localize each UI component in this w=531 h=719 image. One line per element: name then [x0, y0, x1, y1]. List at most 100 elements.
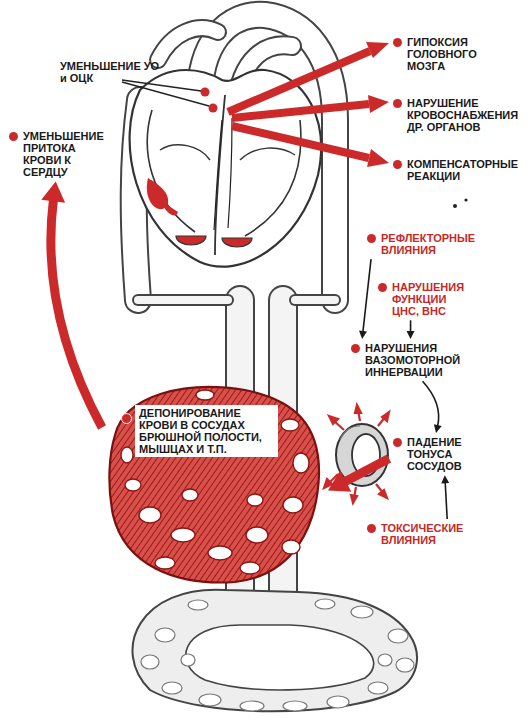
bullet-dot	[393, 160, 402, 169]
capillary-network	[396, 658, 414, 672]
heart-drawing	[176, 236, 206, 245]
arrow-connector	[423, 381, 442, 433]
arrow-head	[328, 471, 351, 492]
vessel-lumen	[240, 562, 260, 574]
bullet-dot	[393, 438, 402, 447]
capillary-network	[378, 654, 392, 666]
vessel-lumen	[282, 540, 300, 554]
arrow-line	[410, 320, 412, 332]
capillary-network	[141, 599, 414, 711]
vessel-lumen	[293, 453, 309, 473]
arrow-line	[445, 482, 447, 519]
capillary-network	[188, 600, 208, 610]
heart-drawing	[130, 70, 321, 267]
bullet-dot	[378, 283, 387, 292]
arrow-line	[345, 458, 389, 481]
node-label: НАРУШЕНИЯ ФУНКЦИИ ЦНС, ВНС	[392, 281, 473, 317]
text-node: КОМПЕНСАТОРНЫЕ РЕАКЦИИ	[392, 158, 524, 182]
ellipsis-dots	[453, 198, 468, 208]
leader-line	[122, 82, 209, 106]
capillary-network	[351, 606, 373, 618]
output-arrows	[368, 95, 389, 113]
capillary-network	[368, 682, 388, 694]
node-label: УМЕНЬШЕНИЕ УО и ОЦК	[60, 60, 160, 84]
heart-drawing	[209, 104, 218, 113]
vessel-cuff	[336, 424, 388, 486]
arrow-head	[359, 331, 367, 339]
node-label: ПАДЕНИЕ ТОНУСА СОСУДОВ	[407, 436, 480, 472]
organ-label: ДЕПОНИРОВАНИЕ КРОВИ В СОСУДАХ БРЮШНОЙ ПО…	[135, 405, 278, 457]
arrow-connector	[359, 259, 371, 339]
vessel-cuff	[351, 495, 357, 503]
vessel-lumen	[171, 528, 195, 542]
vessel-lumen	[125, 479, 141, 491]
body-vessels	[295, 294, 335, 306]
arrow-connector	[328, 458, 389, 491]
bullet-dot	[367, 234, 376, 243]
vessel-lumen	[139, 507, 161, 523]
heart-drawing	[228, 118, 232, 228]
great-vessels	[158, 28, 218, 60]
vessel-lumen	[246, 527, 268, 543]
vessel-lumen	[196, 390, 214, 400]
text-node: ПАДЕНИЕ ТОНУСА СОСУДОВ	[392, 436, 480, 472]
ellipsis-dots	[453, 204, 457, 208]
text-node: НАРУШЕНИЯ ВАЗОМОТОРНОЙ ИННЕРВАЦИИ	[350, 342, 471, 378]
text-node: РЕФЛЕКТОРНЫЕ ВЛИЯНИЯ	[366, 232, 492, 256]
capillary-network	[327, 696, 349, 708]
vessel-cuff	[324, 405, 389, 503]
text-node: НАРУШЕНИЕ КРОВОСНАБЖЕНИЯ ДР. ОРГАНОВ	[392, 97, 524, 133]
node-label: НАРУШЕНИЕ КРОВОСНАБЖЕНИЯ ДР. ОРГАНОВ	[407, 97, 524, 133]
capillary-network	[132, 590, 417, 712]
output-arrows	[232, 104, 369, 118]
body-vessels	[138, 294, 228, 306]
arrow-head	[41, 181, 65, 202]
capillary-network	[155, 628, 175, 642]
node-label: УМЕНЬШЕНИЕ ПРИТОКА КРОВИ К СЕРДЦУ	[23, 130, 114, 178]
vessel-lumen	[247, 494, 263, 506]
vessel-cuff	[355, 405, 361, 413]
vessel-lumen	[281, 419, 299, 431]
arrow-head	[407, 331, 415, 339]
output-arrows	[366, 42, 389, 58]
vessel-cuff	[329, 416, 338, 424]
capillary-network	[181, 654, 195, 666]
capillary-network	[162, 682, 182, 694]
vessel-lumen	[208, 546, 232, 560]
arrow-connector	[441, 475, 449, 519]
arrow-line	[51, 200, 102, 427]
text-node: ТОКСИЧЕСКИЕ ВЛИЯНИЯ	[366, 522, 482, 546]
arrow-line	[423, 381, 439, 426]
capillary-network	[388, 629, 408, 643]
body-vessels	[138, 296, 228, 304]
arrow-head	[434, 424, 442, 433]
heart-drawing	[201, 88, 210, 97]
capillary-network	[132, 590, 417, 712]
output-arrows	[232, 126, 369, 158]
vessel-cuff	[382, 412, 389, 421]
leader-line	[122, 80, 209, 106]
arrow-head	[441, 475, 449, 483]
node-label: ГИПОКСИЯ ГОЛОВНОГО МОЗГА	[407, 36, 510, 72]
vessel-cuff	[379, 490, 387, 498]
organ-outline	[109, 387, 319, 582]
node-label: ТОКСИЧЕСКИЕ ВЛИЯНИЯ	[381, 522, 482, 546]
capillary-network	[199, 694, 221, 706]
arrow-connector	[407, 320, 415, 339]
organ-node: ДЕПОНИРОВАНИЕ КРОВИ В СОСУДАХ БРЮШНОЙ ПО…	[105, 375, 325, 585]
node-label: КОМПЕНСАТОРНЫЕ РЕАКЦИИ	[407, 158, 524, 182]
vessel-lumen	[182, 489, 198, 501]
heart-drawing	[222, 238, 252, 247]
bullet-dot	[121, 413, 132, 424]
heart-drawing	[147, 110, 195, 232]
output-arrows	[228, 42, 389, 167]
bullet-dot	[9, 132, 18, 141]
ellipsis-dots	[464, 198, 467, 201]
bullet-dot	[367, 524, 376, 533]
text-node: НАРУШЕНИЯ ФУНКЦИИ ЦНС, ВНС	[377, 281, 473, 317]
vessel-cuff	[324, 405, 389, 503]
vessel-lumen	[121, 447, 133, 463]
capillary-network	[240, 701, 264, 711]
arrow-line	[363, 259, 371, 332]
